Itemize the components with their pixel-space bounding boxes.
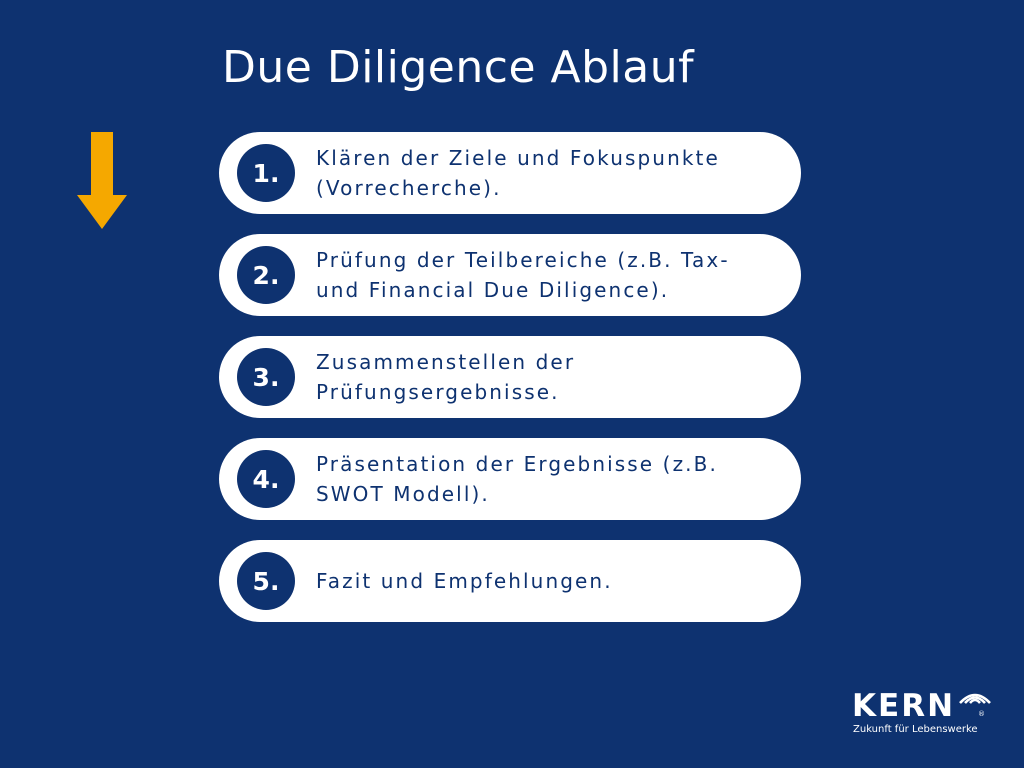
logo-registered-mark: ®	[978, 710, 985, 718]
page-title: Due Diligence Ablauf	[222, 42, 695, 93]
logo-wordmark: KERN	[852, 688, 956, 724]
step-card: 4. Präsentation der Ergebnisse (z.B. SWO…	[219, 438, 801, 520]
step-text-line: Prüfungsergebnisse.	[316, 380, 560, 404]
step-number: 5.	[237, 552, 295, 610]
step-text-line: Klären der Ziele und Fokuspunkte	[316, 146, 720, 170]
step-number: 2.	[237, 246, 295, 304]
step-text: Zusammenstellen der Prüfungsergebnisse.	[316, 336, 765, 418]
step-card: 3. Zusammenstellen der Prüfungsergebniss…	[219, 336, 801, 418]
step-list: 1. Klären der Ziele und Fokuspunkte (Vor…	[219, 132, 801, 642]
step-text: Fazit und Empfehlungen.	[316, 540, 765, 622]
step-text-line: Präsentation der Ergebnisse (z.B.	[316, 452, 718, 476]
step-number: 3.	[237, 348, 295, 406]
step-number: 1.	[237, 144, 295, 202]
step-text-line: Zusammenstellen der	[316, 350, 576, 374]
step-card: 1. Klären der Ziele und Fokuspunkte (Vor…	[219, 132, 801, 214]
step-card: 2. Prüfung der Teilbereiche (z.B. Tax- u…	[219, 234, 801, 316]
step-text: Klären der Ziele und Fokuspunkte (Vorrec…	[316, 132, 765, 214]
step-text-line: Fazit und Empfehlungen.	[316, 569, 613, 593]
kern-logo: KERN ® Zukunft für Lebenswerke	[852, 682, 992, 742]
step-text-line: Prüfung der Teilbereiche (z.B. Tax-	[316, 248, 730, 272]
arrow-down-icon	[77, 132, 127, 229]
step-number: 4.	[237, 450, 295, 508]
step-text: Präsentation der Ergebnisse (z.B. SWOT M…	[316, 438, 765, 520]
step-text-line: SWOT Modell).	[316, 482, 490, 506]
signal-arcs-icon	[959, 693, 991, 704]
step-card: 5. Fazit und Empfehlungen.	[219, 540, 801, 622]
step-text-line: und Financial Due Diligence).	[316, 278, 670, 302]
step-text-line: (Vorrecherche).	[316, 176, 502, 200]
step-text: Prüfung der Teilbereiche (z.B. Tax- und …	[316, 234, 765, 316]
logo-tagline: Zukunft für Lebenswerke	[853, 724, 978, 735]
